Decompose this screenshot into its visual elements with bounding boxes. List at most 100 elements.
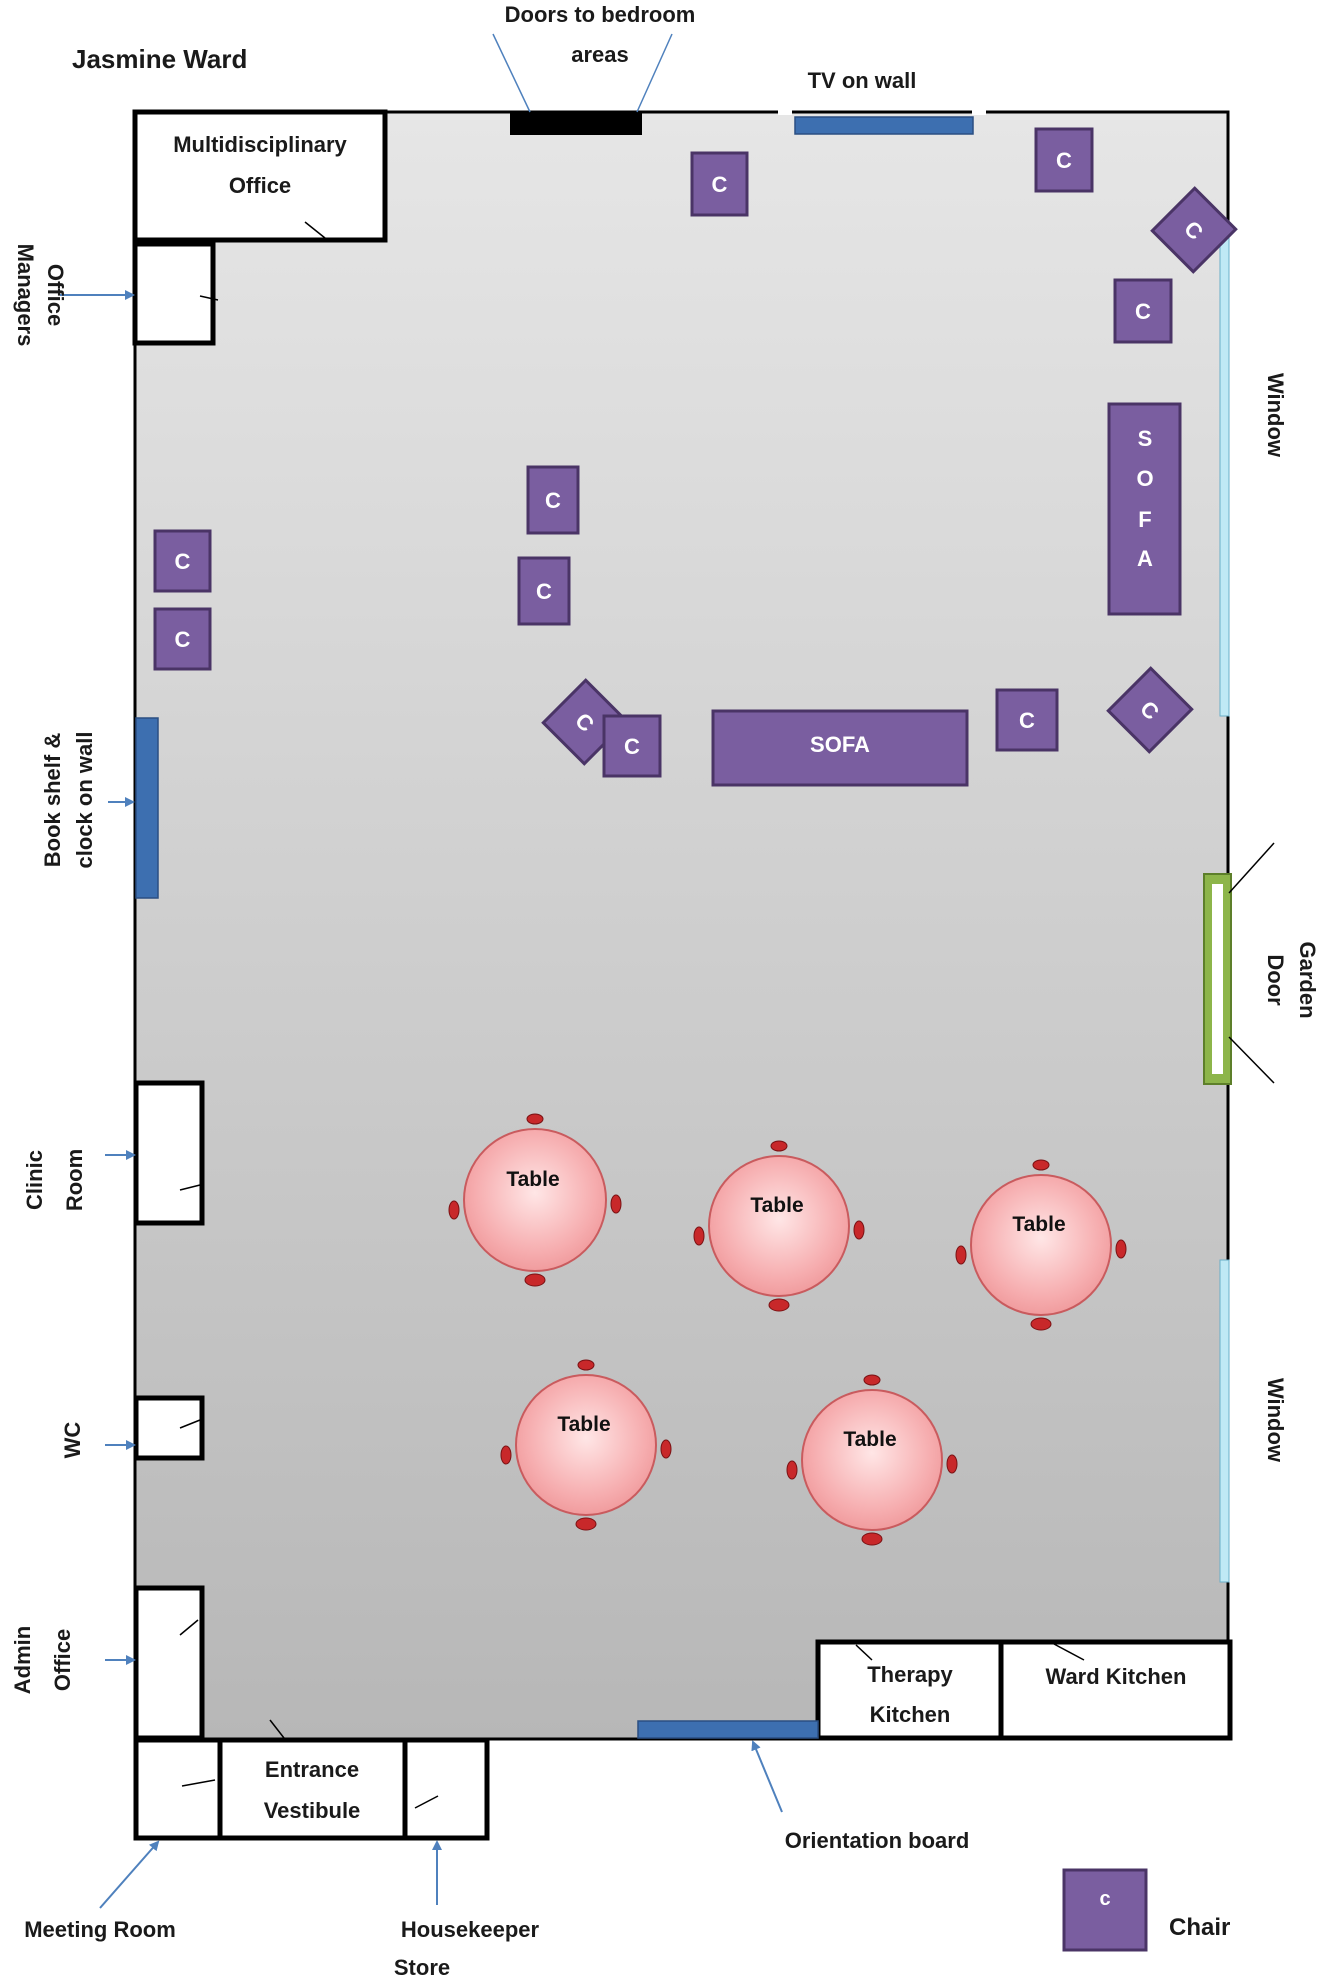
table-4-label: Table (557, 1413, 610, 1436)
table-5-label: Table (843, 1428, 896, 1451)
ward-floor (133, 110, 1230, 1741)
ward-title: Jasmine Ward (72, 44, 247, 74)
bookshelf-label-2: clock on wall (72, 732, 97, 869)
chair-5: C (526, 465, 580, 535)
wc-label: WC (60, 1422, 85, 1459)
multidisciplinary-office-label-1: Multidisciplinary (173, 132, 347, 157)
chair-1-letter: C (712, 172, 728, 197)
housekeeper-store[interactable] (402, 1737, 490, 1841)
housekeeper-store-label-2: Store (394, 1955, 450, 1980)
meeting-room-label: Meeting Room (24, 1917, 176, 1942)
chair-1: C (690, 151, 749, 217)
legend-chair-letter: c (1099, 1888, 1110, 1910)
orientation-board-arrow (751, 1740, 783, 1813)
therapy-kitchen-label-2: Kitchen (870, 1702, 951, 1727)
chair-3: C (1113, 278, 1173, 344)
table-2-label: Table (750, 1194, 803, 1217)
managers-office-label-2: Office (43, 264, 68, 326)
table-3: Table (955, 1159, 1127, 1331)
chair-2: C (1034, 127, 1094, 193)
sofa-right-letter-a: A (1137, 546, 1153, 571)
garden-door-label-1: Garden (1295, 941, 1320, 1018)
wc[interactable] (133, 1395, 205, 1461)
chair-11: C (995, 688, 1059, 752)
bedroom-doors-label-1: Doors to bedroom (505, 2, 696, 27)
admin-office-label-2: Office (50, 1629, 75, 1691)
entrance-vestibule-label-1: Entrance (265, 1757, 359, 1782)
ward-kitchen-label: Ward Kitchen (1046, 1664, 1187, 1689)
bedroom-doors-label-2: areas (571, 42, 629, 67)
chair-8: C (153, 607, 212, 671)
chair-6: C (517, 556, 571, 626)
bedroom-doors-pointer-left (492, 33, 531, 113)
bedroom-doors[interactable] (510, 111, 642, 135)
legend-chair-label: Chair (1169, 1914, 1230, 1941)
admin-office[interactable] (133, 1585, 205, 1741)
bedroom-doors-pointer-right (636, 33, 673, 113)
table-2-seat-2 (768, 1298, 790, 1312)
sofa-right-letter-s: S (1138, 426, 1153, 451)
chair-4: C (1150, 186, 1238, 274)
table-3-seat-2 (1030, 1317, 1052, 1331)
sofa-right: S O F A (1107, 402, 1182, 616)
chair-7: C (153, 529, 212, 593)
table-5-seat-4 (946, 1454, 958, 1474)
window-top (1219, 225, 1230, 717)
chair-11-letter: C (1019, 708, 1035, 733)
clinic-room-label-2: Room (62, 1149, 87, 1211)
table-4: Table (500, 1359, 672, 1531)
managers-office[interactable] (132, 241, 216, 346)
table-2-seat-4 (853, 1220, 865, 1240)
table-3-seat-3 (955, 1245, 967, 1265)
table-1-seat-4 (610, 1194, 622, 1214)
table-5-seat-2 (861, 1532, 883, 1546)
legend-chair-swatch (1062, 1868, 1148, 1952)
table-5-seat-1 (863, 1374, 881, 1386)
therapy-kitchen-label-1: Therapy (867, 1662, 953, 1687)
sofa-right-letter-f: F (1138, 507, 1151, 532)
tv-label: TV on wall (808, 68, 917, 93)
chair-8-letter: C (175, 627, 191, 652)
table-3-label: Table (1012, 1213, 1065, 1236)
sofa-bottom-label: SOFA (810, 732, 870, 757)
table-1-seat-2 (524, 1273, 546, 1287)
table-4-seat-1 (577, 1359, 595, 1371)
meeting-room[interactable] (133, 1737, 223, 1841)
table-2-seat-3 (693, 1226, 705, 1246)
window-top-label: Window (1263, 373, 1288, 458)
table-4-seat-3 (500, 1445, 512, 1465)
chair-6-letter: C (536, 579, 552, 604)
multidisciplinary-office[interactable] (132, 109, 388, 243)
managers-office-label-1: Managers (13, 244, 38, 347)
sofa-right-letter-o: O (1136, 466, 1153, 491)
orientation-board-label: Orientation board (785, 1828, 970, 1853)
meeting-room-arrow (99, 1840, 160, 1909)
table-1-seat-1 (526, 1113, 544, 1125)
chair-7-letter: C (175, 549, 191, 574)
clinic-room-label-1: Clinic (22, 1150, 47, 1210)
entrance-vestibule-label-2: Vestibule (264, 1798, 361, 1823)
sofa-bottom: SOFA (711, 709, 969, 787)
window-bottom (1219, 1259, 1230, 1583)
housekeeper-store-label-1: Housekeeper (401, 1917, 540, 1942)
table-1-seat-3 (448, 1200, 460, 1220)
chair-12: C (1106, 666, 1194, 754)
multidisciplinary-office-label-2: Office (229, 173, 291, 198)
admin-office-label-1: Admin (10, 1626, 35, 1694)
table-1-label: Table (506, 1168, 559, 1191)
chair-10: C (602, 714, 662, 778)
table-1: Table (448, 1113, 622, 1287)
legend: c Chair (1062, 1868, 1230, 1952)
clinic-room[interactable] (133, 1080, 205, 1226)
bookshelf-label-1: Book shelf & (40, 733, 65, 868)
table-3-seat-4 (1115, 1239, 1127, 1259)
ward-kitchen[interactable] (998, 1639, 1233, 1741)
chair-3-letter: C (1135, 299, 1151, 324)
garden-door-label-2: Door (1263, 954, 1288, 1006)
entrance-vestibule[interactable] (217, 1737, 408, 1841)
window-bottom-label: Window (1263, 1378, 1288, 1463)
table-4-seat-4 (660, 1439, 672, 1459)
